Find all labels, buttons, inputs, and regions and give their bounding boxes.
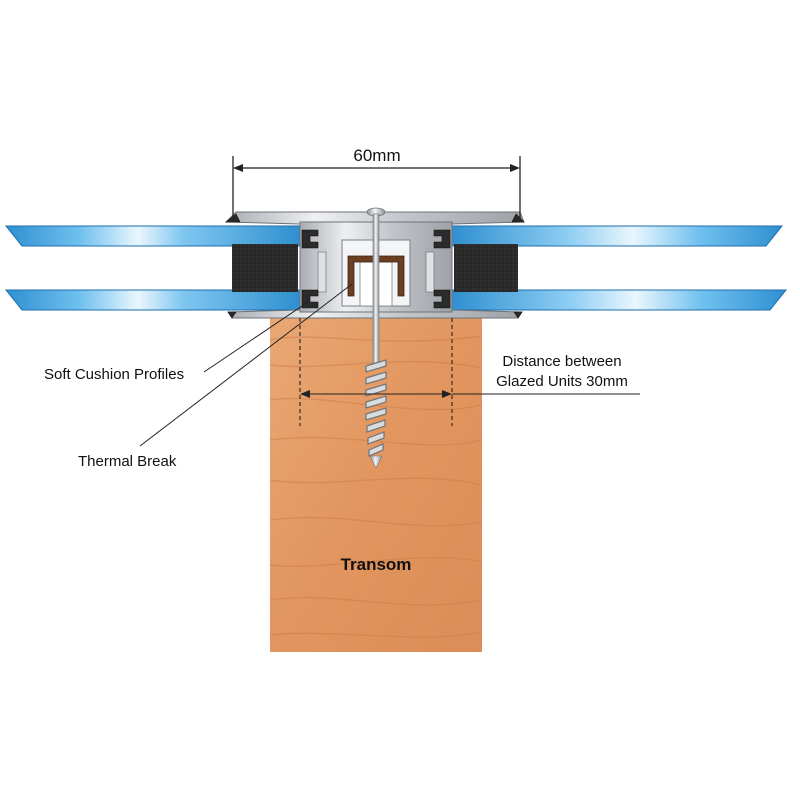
- soft-cushion-leader: [203, 301, 309, 373]
- soft-cushion-label: Soft Cushion Profiles: [44, 366, 184, 383]
- screw: [365, 207, 387, 469]
- gasket-right-upper: [433, 229, 451, 249]
- right-spacer-foam: [454, 244, 518, 292]
- gasket-right-lower: [433, 289, 451, 309]
- gasket-left-upper: [301, 229, 319, 249]
- transom-label: Transom: [341, 555, 412, 574]
- left-glazed-unit: [4, 225, 301, 311]
- right-glazed-unit: [451, 225, 788, 311]
- thermal-break-leader: [139, 283, 353, 447]
- distance-label-line1: Distance between: [502, 353, 621, 370]
- left-spacer-foam: [232, 244, 298, 292]
- distance-label-line2: Glazed Units 30mm: [496, 373, 628, 390]
- right-lower-glass-pane: [451, 289, 788, 311]
- screw-thread: [365, 359, 387, 457]
- gasket-base-right: [513, 311, 523, 319]
- width-dimension-label: 60mm: [353, 146, 400, 165]
- thermal-break-label: Thermal Break: [78, 453, 177, 470]
- right-upper-glass-pane: [451, 225, 784, 247]
- left-upper-glass-pane: [4, 225, 301, 247]
- left-lower-glass-pane: [4, 289, 301, 311]
- thermal-break: [347, 255, 405, 297]
- gasket-base-left: [227, 311, 237, 319]
- width-dimension: [232, 156, 521, 220]
- glazed-units-distance-dimension: [299, 318, 640, 426]
